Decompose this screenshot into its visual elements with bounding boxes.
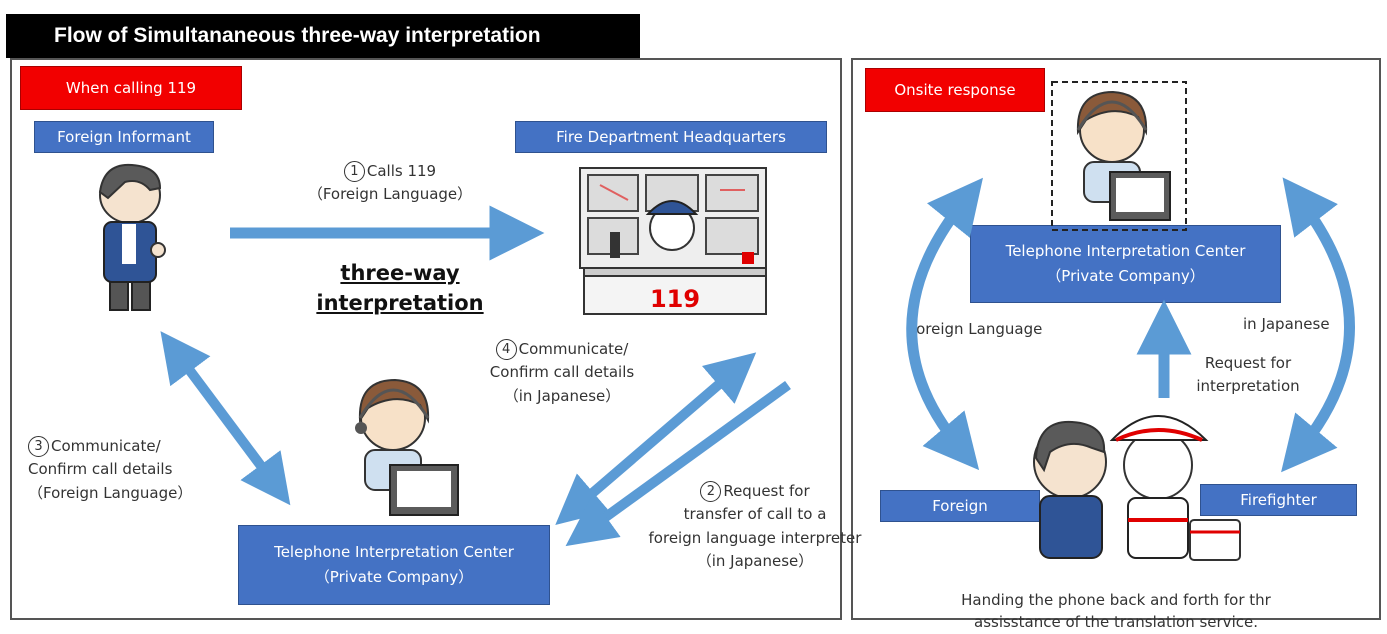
hq-sign-119: 119 — [650, 285, 700, 313]
foreign-informant-label: Foreign Informant — [34, 121, 214, 153]
onsite-response-tag: Onsite response — [865, 68, 1045, 112]
right-tic-line1: Telephone Interpretation Center — [1005, 241, 1246, 260]
left-tic-line1: Telephone Interpretation Center — [274, 542, 514, 561]
left-tic-box: Telephone Interpretation Center （Private… — [238, 525, 550, 605]
onsite-operator-figure — [1051, 81, 1187, 231]
step3-line1: Communicate/ — [51, 437, 161, 455]
step3-line3: （Foreign Language） — [28, 483, 193, 502]
left-tic-line2: （Private Company） — [314, 568, 474, 586]
firefighter-box: Firefighter — [1200, 484, 1357, 516]
request-line2: interpretation — [1196, 377, 1300, 396]
operator-figure — [355, 378, 459, 516]
right-tic-line2: （Private Company） — [1046, 267, 1205, 285]
diagram-title: Flow of Simultananeous three-way interpr… — [6, 14, 640, 58]
fire-hq-label: Fire Department Headquarters — [515, 121, 827, 153]
arrows-left — [160, 205, 791, 547]
foreign-informant-figure — [98, 163, 166, 311]
arrows-right — [906, 177, 1355, 473]
request-interpretation-label: Request for interpretation — [1178, 352, 1318, 399]
caption-line1: Handing the phone back and forth for thr — [961, 591, 1271, 609]
foreign-box: Foreign — [880, 490, 1040, 522]
when-calling-tag: When calling 119 — [20, 66, 242, 110]
three-way-label: three-way interpretation — [300, 258, 500, 319]
step2-line4: （in Japanese） — [696, 551, 814, 570]
fire-hq-illustration: 119 — [579, 167, 767, 315]
step3-number: 3 — [28, 436, 49, 457]
request-line1: Request for — [1204, 354, 1292, 372]
three-way-line1: three-way — [340, 261, 460, 285]
right-tic-box: Telephone Interpretation Center （Private… — [970, 225, 1281, 303]
step1-line2: （Foreign Language） — [307, 185, 473, 204]
step2-line3: foreign language interpreter — [648, 528, 862, 547]
step4-number: 4 — [495, 339, 517, 360]
step1-number: 1 — [343, 161, 365, 182]
step1-line1: Calls 119 — [366, 162, 437, 180]
arrow-hq-tic-2 — [565, 380, 791, 547]
arrow-firefighter-tic — [1281, 177, 1355, 473]
arrow-hq-tic-4 — [555, 352, 757, 525]
onsite-caption: Handing the phone back and forth for thr… — [930, 590, 1302, 634]
onsite-people-figure — [1033, 415, 1241, 561]
arrow-informant-tic — [160, 331, 291, 506]
three-way-line2: interpretation — [316, 291, 484, 316]
step3-line2: Confirm call details — [28, 460, 173, 479]
arrow-foreign-tic — [906, 177, 983, 471]
caption-line2: assisstance of the translation service. — [974, 612, 1258, 631]
